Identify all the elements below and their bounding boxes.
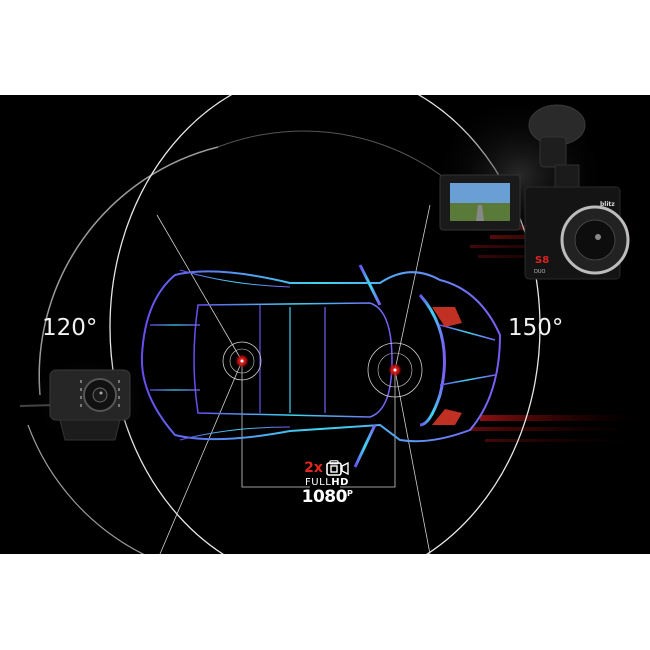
headlight-left: [432, 307, 462, 327]
video-camera-icon: [326, 460, 349, 476]
camera-count: 2x: [304, 460, 323, 476]
svg-text:DUO: DUO: [534, 269, 546, 275]
format-label: FULLHD: [305, 477, 349, 488]
product-banner: S8 DUO blitz 120° 150° 2x: [0, 95, 650, 554]
headlight-right: [432, 409, 462, 425]
resolution-label: 1080P: [301, 487, 353, 507]
front-camera-angle-label: 150°: [508, 315, 564, 341]
rear-camera-angle-label: 120°: [42, 315, 98, 341]
front-camera-hotspot: [367, 342, 423, 398]
car-wireframe: [140, 264, 502, 468]
resolution-spec-badge: 2x FULLHD 1080P: [282, 460, 372, 506]
front-dashcam-device: S8 DUO blitz: [430, 95, 630, 280]
brand-logo: blitz: [600, 201, 615, 208]
rear-camera-device: [19, 355, 150, 445]
model-badge: S8: [535, 255, 549, 266]
view-angle-lines: [156, 204, 431, 554]
rear-camera-hotspot: [222, 341, 262, 381]
scene-graphic: S8 DUO blitz: [19, 95, 650, 554]
